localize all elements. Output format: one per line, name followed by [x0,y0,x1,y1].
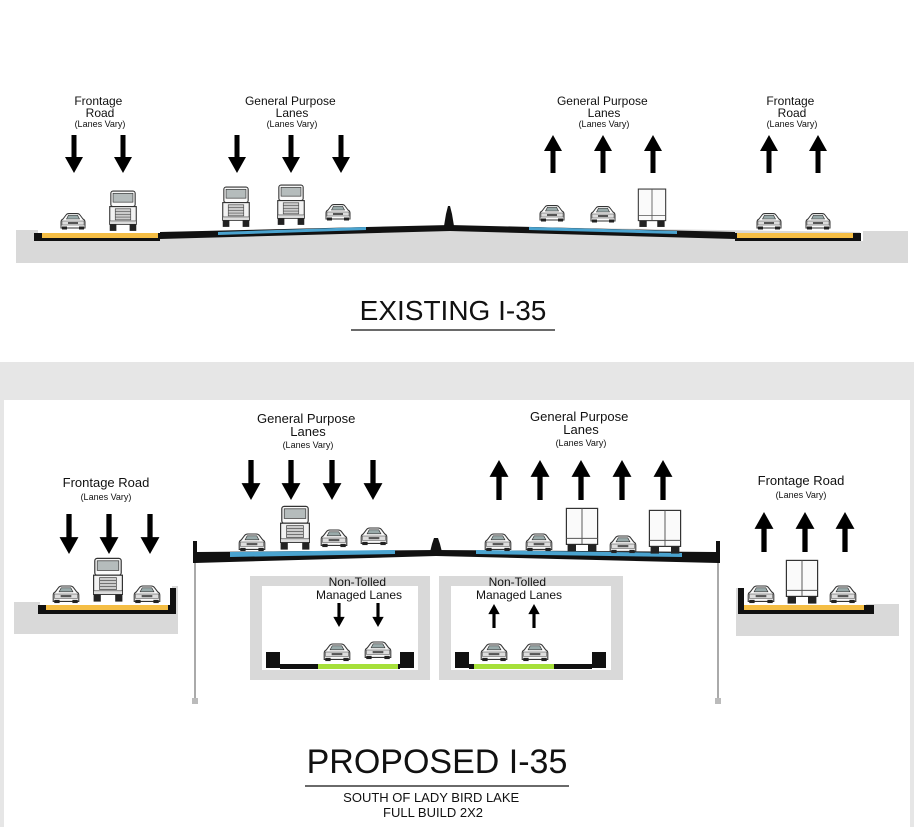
arrow-up-icon [795,512,815,552]
arrow-up-icon [571,460,591,500]
car-icon [756,212,782,231]
proposed-right-column-foot [715,698,721,704]
car-icon [609,535,637,554]
arrow-down-icon [99,514,119,554]
truck-icon [92,557,124,603]
existing-frontage-right-label: Frontage Road [766,94,817,120]
proposed-left-column-foot [192,698,198,704]
proposed-gp-left-sublabel: (Lanes Vary) [283,440,334,450]
existing-frontage-right-sublabel: (Lanes Vary) [767,119,818,129]
car-icon [360,527,388,546]
existing-gp-left-sublabel: (Lanes Vary) [267,119,318,129]
arrow-down-icon [363,460,383,500]
proposed-gp-right-lane [476,550,682,557]
proposed-gp-left-lane [230,550,395,557]
managed-lanes-left-label: Non-Tolled Managed Lanes [316,575,402,602]
proposed-frontage-left-curb [170,588,176,614]
proposed-gp-right-sublabel: (Lanes Vary) [556,438,607,448]
existing-frontage-left-lane [42,233,158,238]
truck-icon [109,190,137,232]
managed-lane-right-stripe [474,664,554,669]
car-icon [320,529,348,548]
existing-gp-left-label: General Purpose Lanes [245,94,339,120]
proposed-background-left [0,362,4,827]
arrow-down-icon [332,135,350,173]
existing-section: Frontage Road (Lanes Vary) General Purpo… [16,94,908,331]
existing-gp-left-lane [218,227,366,235]
car-icon [539,204,565,223]
truck-icon [277,184,305,226]
proposed-frontage-right-sublabel: (Lanes Vary) [776,490,827,500]
arrow-up-icon [760,135,778,173]
box-truck-icon [785,559,819,605]
box-truck-icon [637,188,667,228]
managed-lane-left-stripe [318,664,398,669]
box-truck-icon [648,509,682,555]
arrow-down-icon [59,514,79,554]
truck-icon [279,505,311,551]
arrow-up-icon [594,135,612,173]
existing-frontage-right-lane [737,233,853,238]
arrow-down-icon [282,135,300,173]
arrow-down-icon [322,460,342,500]
arrow-up-icon [489,460,509,500]
arrow-down-icon [281,460,301,500]
proposed-background-band [0,362,914,400]
arrow-up-icon [653,460,673,500]
arrow-up-icon [644,135,662,173]
arrow-up-icon [612,460,632,500]
existing-gp-right-lane [529,227,677,234]
truck-icon [222,186,250,228]
arrow-up-icon [544,135,562,173]
proposed-frontage-left-lane [46,605,168,610]
existing-gp-right-sublabel: (Lanes Vary) [579,119,630,129]
car-icon [133,585,161,604]
car-icon [238,533,266,552]
proposed-frontage-right-lane [744,605,864,610]
proposed-median-barrier [430,538,442,552]
proposed-gp-right-label: General Purpose Lanes [530,409,632,437]
car-icon [484,533,512,552]
proposed-gp-left-label: General Purpose Lanes [257,411,359,439]
arrow-down-icon [241,460,261,500]
existing-median-barrier [444,206,454,226]
arrow-up-icon [530,460,550,500]
car-icon [747,585,775,604]
proposed-frontage-left-ground [14,586,178,634]
proposed-frontage-right-label: Frontage Road [758,473,845,488]
arrow-down-icon [228,135,246,173]
proposed-frontage-left-label: Frontage Road [63,475,150,490]
proposed-frontage-right-curb [738,588,744,614]
box-truck-icon [565,507,599,553]
car-icon [525,533,553,552]
arrow-down-icon [114,135,132,173]
existing-ground [16,226,908,263]
car-icon [325,203,351,222]
arrow-down-icon [65,135,83,173]
proposed-section: Frontage Road (Lanes Vary) General Purpo… [0,362,914,827]
proposed-frontage-left-sublabel: (Lanes Vary) [81,492,132,502]
existing-mainlane-right-pavement [450,225,735,239]
existing-gp-right-label: General Purpose Lanes [557,94,651,120]
existing-frontage-left-label: Frontage Road [74,94,125,120]
proposed-title: PROPOSED I-35 [307,743,568,781]
managed-lanes-right-label: Non-Tolled Managed Lanes [476,575,562,602]
arrow-up-icon [835,512,855,552]
car-icon [805,212,831,231]
car-icon [590,205,616,224]
proposed-caption: SOUTH OF LADY BIRD LAKE FULL BUILD 2X2 [343,790,523,820]
arrow-down-icon [140,514,160,554]
arrow-up-icon [754,512,774,552]
proposed-background-right [910,362,914,827]
car-icon [829,585,857,604]
arrow-up-icon [809,135,827,173]
car-icon [60,212,86,231]
existing-title: EXISTING I-35 [360,295,547,326]
existing-frontage-left-sublabel: (Lanes Vary) [75,119,126,129]
car-icon [52,585,80,604]
managed-lanes-left-tunnel [250,576,430,680]
